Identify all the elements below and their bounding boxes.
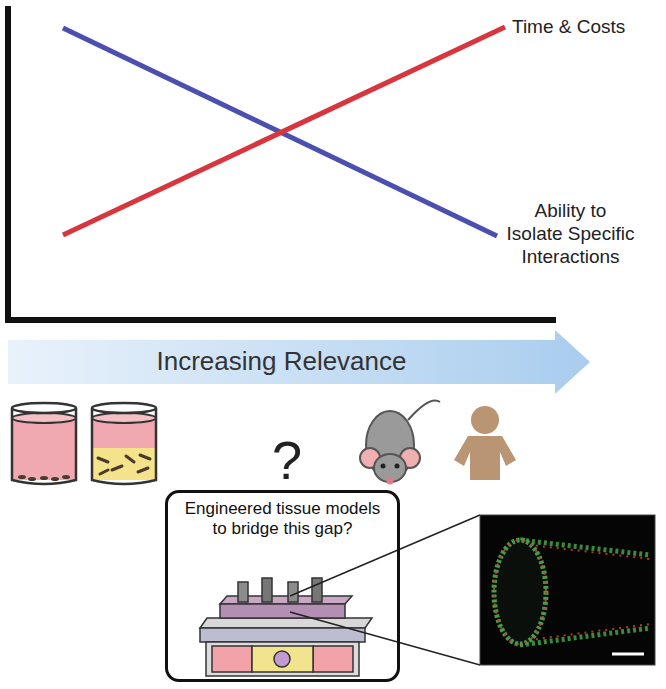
axes bbox=[8, 6, 556, 320]
relevance-band: Increasing Relevance bbox=[8, 340, 555, 384]
question-mark: ? bbox=[262, 428, 312, 493]
model-box: Engineered tissue models to bridge this … bbox=[165, 490, 400, 682]
micrograph bbox=[480, 515, 655, 665]
node-text: Engineered tissue models to bridge this … bbox=[182, 499, 383, 540]
relevance-arrow bbox=[8, 330, 590, 394]
zoom-line bbox=[290, 612, 480, 665]
cost-line bbox=[63, 27, 505, 235]
node-text: Increasing Relevance bbox=[156, 346, 406, 377]
mouse-icon bbox=[360, 400, 440, 484]
series-label: Time & Costs bbox=[512, 16, 652, 39]
person-icon bbox=[454, 406, 516, 480]
beaker-3d bbox=[92, 403, 156, 484]
series-label: Ability to Isolate Specific Interactions bbox=[504, 200, 637, 268]
beaker-2d bbox=[12, 403, 76, 484]
